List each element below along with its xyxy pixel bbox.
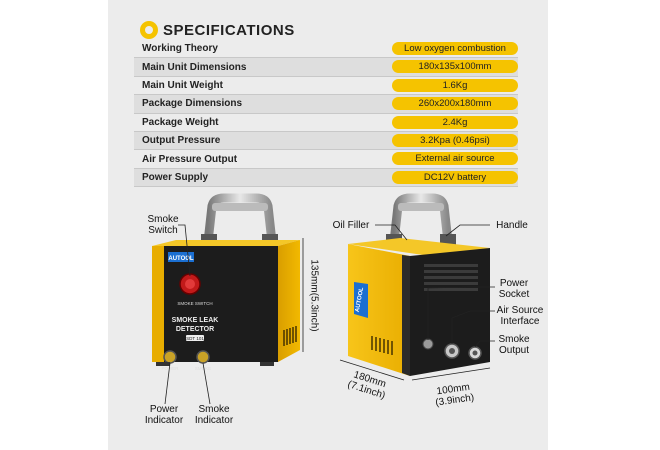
oil-filler-callout: Oil Filler	[332, 220, 370, 231]
air-source-interface-callout: Air Source Interface	[492, 305, 548, 327]
spec-value: 1.6Kg	[392, 78, 518, 92]
left-vents	[371, 336, 393, 355]
top-face	[348, 238, 490, 256]
front-unit: AUTOOL SMOKE SWITCH SMOKE LEAK DETECTOR …	[152, 193, 300, 371]
callout-line: Smoke	[147, 214, 179, 225]
product-name-line1: SMOKE LEAK	[172, 317, 219, 324]
spec-label: Output Pressure	[142, 135, 221, 147]
spec-label: Power Supply	[142, 171, 209, 183]
power-indicator-callout: Power Indicator	[136, 404, 192, 426]
spec-label: Air Pressure Output	[142, 153, 238, 165]
power-indicator-light	[163, 350, 177, 364]
callout-line: Air Source	[496, 305, 544, 316]
specifications-header: SPECIFICATIONS	[140, 18, 295, 42]
smoke-output-port-hole	[472, 350, 478, 356]
spec-value: Low oxygen combustion	[392, 42, 518, 55]
brand-label: AUTOOL	[168, 256, 194, 262]
height-dimension-label: 135mm(5.3inch)	[308, 259, 320, 332]
spec-value: External air source	[392, 152, 518, 166]
back-leader-lines	[339, 224, 495, 381]
spec-row: Package Dimensions 260x200x180mm	[134, 95, 518, 114]
back-trim	[402, 255, 410, 376]
specifications-title: SPECIFICATIONS	[163, 21, 295, 39]
callout-line: Indicator	[144, 415, 184, 426]
side-vents	[283, 326, 297, 346]
callout-line: Interface	[500, 316, 540, 327]
callout-line: Power	[499, 278, 529, 289]
callout-line: Indicator	[194, 415, 234, 426]
smoke-switch-cap	[185, 279, 195, 289]
back-grille	[424, 264, 478, 291]
callout-line: Output	[498, 345, 530, 356]
brand-badge	[168, 252, 194, 262]
left-face	[348, 244, 410, 376]
smoke-switch-callout: Smoke Switch	[138, 214, 188, 236]
front-trim	[152, 246, 164, 362]
power-caption: POWER	[161, 366, 179, 371]
handle-callout: Handle	[496, 220, 528, 231]
spec-label: Main Unit Dimensions	[142, 61, 247, 73]
spec-value: DC12V battery	[392, 170, 518, 184]
smoke-caption: SMOKE	[195, 366, 211, 371]
handle-grip	[212, 203, 268, 211]
spec-row: Working Theory Low oxygen combustion	[134, 40, 518, 59]
foot	[260, 362, 274, 366]
power-socket-port	[422, 338, 434, 350]
brand-label: AUTOOL	[355, 287, 365, 313]
brand-badge	[354, 282, 368, 318]
callout-line: Socket	[498, 289, 530, 300]
spec-row: Air Pressure Output External air source	[134, 150, 518, 169]
spec-value: 260x200x180mm	[392, 97, 518, 111]
spec-row: Package Weight 2.4Kg	[134, 114, 518, 132]
model-badge	[186, 335, 204, 341]
smoke-output-callout: Smoke Output	[492, 334, 536, 356]
spec-value: 180x135x100mm	[392, 60, 518, 74]
top-face	[152, 240, 300, 246]
smoke-indicator-light	[196, 350, 210, 364]
spec-value: 2.4Kg	[392, 115, 518, 129]
spec-label: Package Dimensions	[142, 98, 243, 110]
smoke-indicator-callout: Smoke Indicator	[186, 404, 242, 426]
specifications-table: Working Theory Low oxygen combustion Mai…	[134, 40, 518, 188]
front-panel	[152, 246, 278, 362]
callout-line: Power	[149, 404, 179, 415]
callout-line: Smoke	[198, 404, 230, 415]
handle	[203, 193, 277, 243]
handle-grip	[398, 203, 444, 211]
air-source-port-hole	[449, 348, 455, 354]
handle	[389, 193, 453, 243]
foot	[156, 362, 170, 366]
spec-label: Working Theory	[142, 43, 218, 55]
back-unit: AUTOOL	[348, 193, 490, 376]
callout-line: Smoke	[498, 334, 530, 345]
circle-bullet-icon	[140, 21, 158, 39]
front-leader-lines	[164, 224, 304, 405]
switch-caption: SMOKE SWITCH	[177, 301, 212, 306]
spec-row: Main Unit Dimensions 180x135x100mm	[134, 58, 518, 77]
spec-value: 3.2Kpa (0.46psi)	[392, 133, 518, 147]
side-panel	[278, 240, 300, 362]
callout-line: Switch	[148, 225, 178, 236]
power-socket-callout: Power Socket	[494, 278, 534, 300]
model-badge-label: SDT 101	[186, 336, 204, 341]
spec-label: Package Weight	[142, 116, 219, 128]
spec-label: Main Unit Weight	[142, 79, 223, 91]
spec-row: Power Supply DC12V battery	[134, 168, 518, 188]
product-name-line2: DETECTOR	[176, 326, 214, 333]
spec-row: Main Unit Weight 1.6Kg	[134, 77, 518, 96]
spec-row: Output Pressure 3.2Kpa (0.46psi)	[134, 131, 518, 151]
